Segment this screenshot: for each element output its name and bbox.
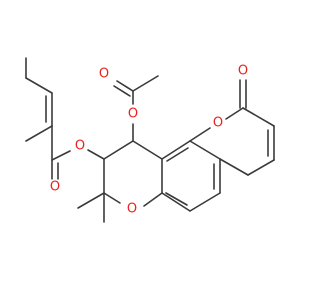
oxygen-label: O xyxy=(238,64,248,79)
bond xyxy=(242,107,275,127)
bond-methyl xyxy=(132,75,159,92)
oxygen-label: O xyxy=(127,202,137,217)
oxygen-label: O xyxy=(50,180,60,195)
bond-methyl xyxy=(25,125,53,142)
oxygen-label: O xyxy=(213,116,223,131)
atom-o-acetyl-ester: O xyxy=(125,106,141,122)
bond xyxy=(161,192,191,212)
bond-double-inner xyxy=(166,147,189,162)
oxygen-label: O xyxy=(75,139,85,154)
atom-o-angelate-carbonyl: O xyxy=(47,179,63,195)
atom-o-lactone-carbonyl: O xyxy=(235,63,251,79)
oxygen-label: O xyxy=(99,67,109,82)
bond xyxy=(225,107,244,120)
angelate-group xyxy=(25,57,105,180)
atom-o-pyran-ring: O xyxy=(124,201,140,217)
lactone-ring xyxy=(189,79,275,176)
bond-double xyxy=(116,80,134,92)
bond xyxy=(189,127,211,142)
bond xyxy=(219,158,249,176)
bond xyxy=(161,140,191,160)
bond xyxy=(25,77,53,94)
atom-o-acetyl-carbonyl: O xyxy=(96,66,112,82)
oxygen-label: O xyxy=(128,107,138,122)
bond xyxy=(189,140,221,160)
bond-double xyxy=(113,85,131,97)
chemical-structure: O O O O O O O xyxy=(25,57,275,223)
bond xyxy=(247,159,275,176)
bond xyxy=(87,149,105,160)
benzene-ring xyxy=(161,140,221,212)
bond xyxy=(143,192,163,207)
bond xyxy=(51,150,71,161)
bond xyxy=(132,140,163,160)
atom-o-lactone-ring: O xyxy=(210,115,226,131)
molecule-canvas: O O O O O O O xyxy=(25,57,275,223)
bond xyxy=(103,192,121,204)
dihydropyran-ring xyxy=(77,140,163,223)
acetyl-group xyxy=(113,75,159,142)
bond xyxy=(103,140,134,160)
atom-o-angelate-ester: O xyxy=(72,138,88,154)
bond-double-inner xyxy=(165,192,188,206)
bond xyxy=(189,192,221,212)
bond-methyl xyxy=(77,192,105,209)
